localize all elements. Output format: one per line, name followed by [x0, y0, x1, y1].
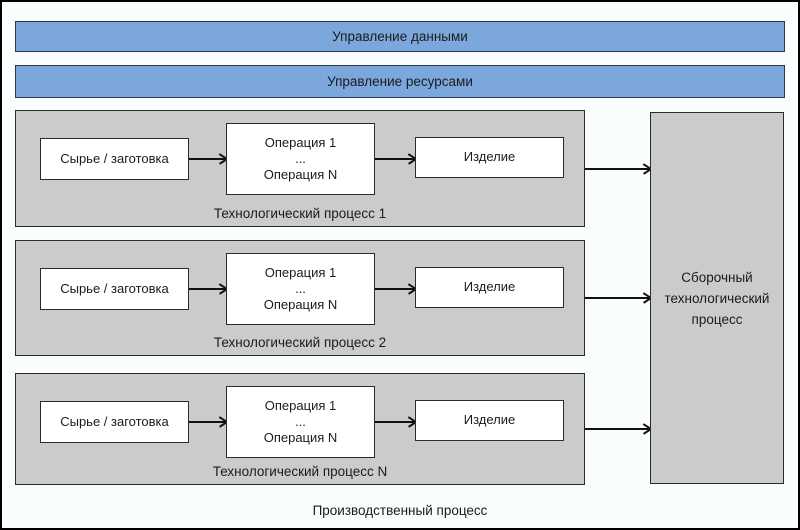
operations-box: Операция 1 ... Операция N	[226, 386, 375, 458]
operations-box: Операция 1 ... Операция N	[226, 253, 375, 325]
data-management-bar: Управление данными	[15, 21, 785, 52]
flow-arrow-to-assembly	[585, 423, 652, 435]
assembly-label-line: Сборочный	[681, 269, 753, 285]
flow-arrow	[189, 283, 228, 295]
production-process-caption: Производственный процесс	[312, 503, 488, 518]
operation-line: Операция N	[263, 297, 338, 313]
product-box: Изделие	[415, 137, 564, 178]
flow-arrow	[189, 153, 228, 165]
flow-arrow	[189, 416, 228, 428]
assembly-label-line: процесс	[691, 311, 743, 327]
operation-ellipsis: ...	[295, 280, 306, 296]
raw-material-box: Сырье / заготовка	[40, 401, 189, 443]
product-box: Изделие	[415, 400, 564, 441]
operation-line: Операция 1	[264, 134, 337, 150]
flow-arrow-to-assembly	[585, 163, 652, 175]
tech-process-panel-n: Сырье / заготовка Операция 1 ... Операци…	[15, 373, 585, 485]
tech-process-panel-1: Сырье / заготовка Операция 1 ... Операци…	[15, 110, 585, 227]
panel-caption: Технологический процесс 2	[213, 335, 387, 350]
flow-arrow	[375, 283, 417, 295]
operation-line: Операция 1	[264, 264, 337, 280]
operation-line: Операция N	[263, 167, 338, 183]
operation-line: Операция 1	[264, 397, 337, 413]
flow-arrow-to-assembly	[585, 292, 652, 304]
operation-ellipsis: ...	[295, 413, 306, 429]
product-box: Изделие	[415, 267, 564, 308]
raw-material-box: Сырье / заготовка	[40, 268, 189, 310]
operations-box: Операция 1 ... Операция N	[226, 123, 375, 195]
panel-caption: Технологический процесс 1	[213, 206, 387, 221]
panel-caption: Технологический процесс N	[212, 464, 388, 479]
operation-line: Операция N	[263, 430, 338, 446]
raw-material-box: Сырье / заготовка	[40, 138, 189, 180]
assembly-label-line: технологический	[664, 290, 770, 306]
assembly-process-box: Сборочный технологический процесс	[650, 112, 784, 484]
tech-process-panel-2: Сырье / заготовка Операция 1 ... Операци…	[15, 240, 585, 356]
flow-arrow	[375, 153, 417, 165]
resource-management-bar: Управление ресурсами	[15, 65, 785, 98]
operation-ellipsis: ...	[295, 150, 306, 166]
flow-arrow	[375, 416, 417, 428]
